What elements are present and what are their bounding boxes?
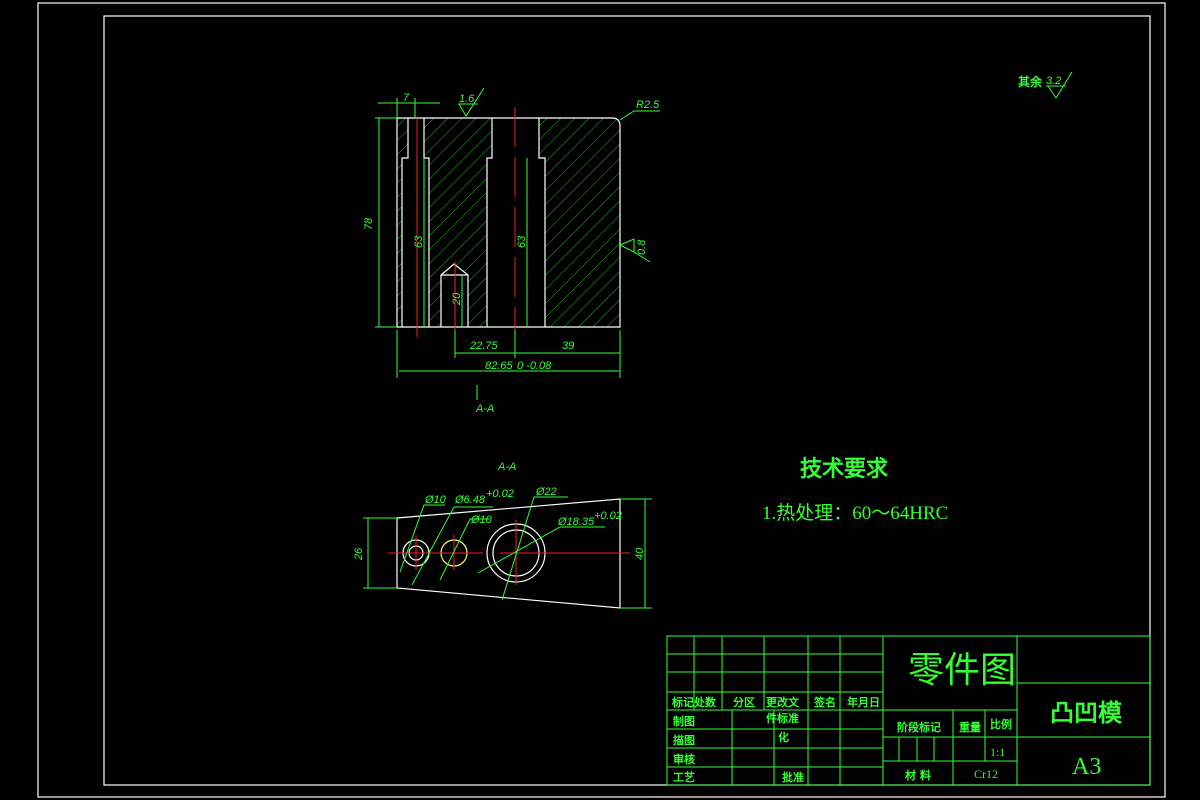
drawing-type: 零件图 bbox=[908, 650, 1016, 690]
svg-text:描图: 描图 bbox=[673, 733, 695, 747]
svg-text:制图: 制图 bbox=[673, 714, 695, 728]
hatch-area bbox=[397, 118, 620, 327]
svg-text:审核: 审核 bbox=[673, 752, 695, 766]
svg-text:签名: 签名 bbox=[813, 695, 836, 709]
svg-text:3.2: 3.2 bbox=[1046, 75, 1061, 87]
svg-text:+0.02: +0.02 bbox=[594, 510, 622, 522]
svg-text:Ø6.48: Ø6.48 bbox=[454, 494, 486, 506]
svg-text:Ø10: Ø10 bbox=[424, 494, 447, 506]
svg-text:化: 化 bbox=[778, 730, 789, 744]
svg-text:+0.02: +0.02 bbox=[486, 488, 514, 500]
outer-border bbox=[37, 2, 1166, 798]
svg-text:工艺: 工艺 bbox=[673, 770, 695, 784]
svg-text:7: 7 bbox=[403, 92, 410, 104]
svg-text:Ø22: Ø22 bbox=[535, 486, 557, 498]
section-view: A-A 26 40 Ø10 Ø6.48 +0.02 Ø10 Ø22 Ø18.35… bbox=[353, 461, 652, 609]
svg-text:比例: 比例 bbox=[990, 717, 1012, 731]
svg-text:标记处数: 标记处数 bbox=[671, 695, 717, 709]
svg-text:0 -0.08: 0 -0.08 bbox=[517, 360, 552, 372]
svg-text:批准: 批准 bbox=[782, 770, 804, 784]
svg-text:Ø18.35: Ø18.35 bbox=[557, 516, 595, 528]
svg-text:Ø10: Ø10 bbox=[470, 514, 493, 526]
svg-text:R2.5: R2.5 bbox=[636, 99, 660, 111]
part-name: 凸凹模 bbox=[1050, 699, 1123, 727]
svg-text:技术要求: 技术要求 bbox=[800, 457, 888, 482]
svg-text:63: 63 bbox=[413, 235, 425, 248]
svg-text:82.65: 82.65 bbox=[485, 360, 513, 372]
svg-text:分区: 分区 bbox=[733, 695, 755, 709]
svg-text:件标准: 件标准 bbox=[766, 711, 799, 725]
svg-text:更改文: 更改文 bbox=[766, 695, 800, 709]
svg-text:其余: 其余 bbox=[1018, 74, 1043, 89]
tech-requirements: 技术要求 1.热处理：60～64HRC bbox=[762, 457, 948, 524]
svg-text:1.热处理：60～64HRC: 1.热处理：60～64HRC bbox=[762, 502, 948, 524]
main-view: 78 63 63 20 7 1.6 R2.5 0.8 22.75 39 82.6… bbox=[363, 87, 660, 415]
svg-text:年月日: 年月日 bbox=[847, 695, 880, 709]
svg-text:22.75: 22.75 bbox=[469, 340, 498, 352]
surface-finish-other: 其余 3.2 bbox=[1018, 71, 1073, 99]
svg-text:39: 39 bbox=[562, 340, 574, 352]
inner-frame bbox=[103, 15, 1151, 786]
svg-text:0.8: 0.8 bbox=[636, 239, 648, 255]
title-block: 零件图 凸凹模 A3 标记处数 分区 更改文 签名 年月日 制图 描图 审核 工… bbox=[666, 635, 1151, 786]
section-mark: A-A bbox=[475, 403, 494, 415]
svg-text:材 料: 材 料 bbox=[905, 768, 931, 782]
svg-text:78: 78 bbox=[363, 217, 375, 230]
svg-text:20: 20 bbox=[451, 292, 463, 306]
svg-text:A-A: A-A bbox=[497, 461, 516, 473]
svg-text:重量: 重量 bbox=[959, 720, 981, 734]
svg-text:40: 40 bbox=[634, 547, 646, 560]
svg-text:阶段标记: 阶段标记 bbox=[897, 720, 941, 734]
svg-text:26: 26 bbox=[353, 547, 365, 561]
svg-text:1.6: 1.6 bbox=[459, 93, 475, 105]
svg-text:63: 63 bbox=[516, 235, 528, 248]
svg-text:1:1: 1:1 bbox=[990, 745, 1005, 759]
svg-text:Cr12: Cr12 bbox=[974, 767, 998, 781]
sheet-size: A3 bbox=[1072, 754, 1101, 780]
